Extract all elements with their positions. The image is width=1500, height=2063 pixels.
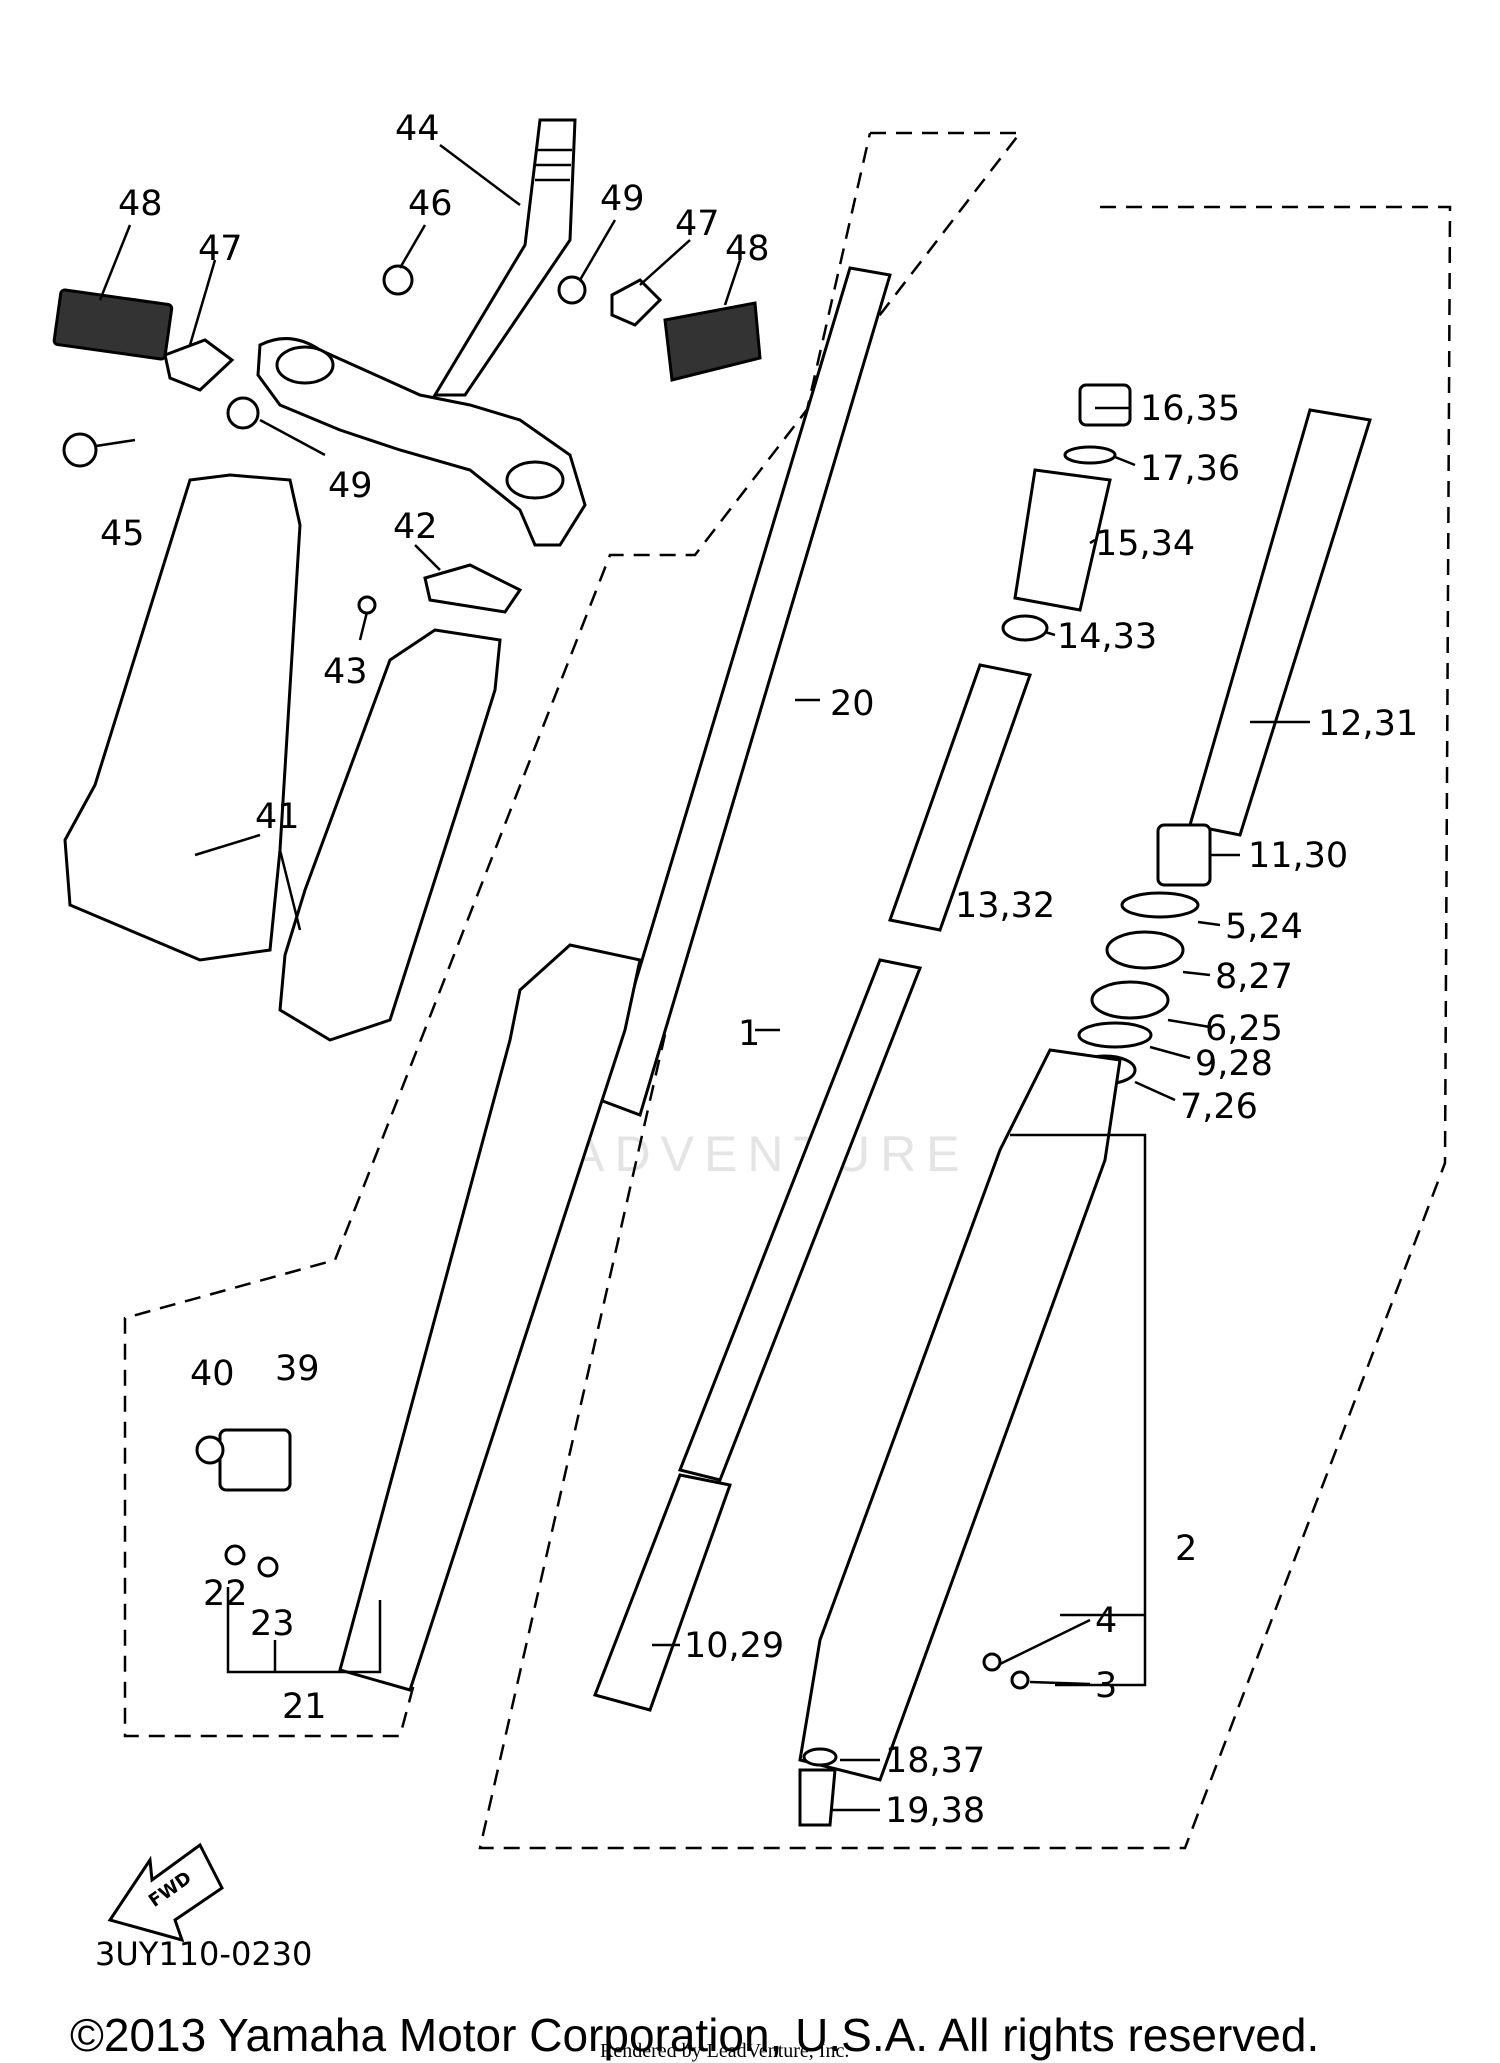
- label-47-left: 47: [198, 229, 243, 269]
- spring-13: [888, 663, 1032, 932]
- stem-thread: [535, 148, 572, 182]
- label-39: 39: [275, 1349, 320, 1389]
- label-22: 22: [203, 1574, 248, 1614]
- bolt-22: [224, 1544, 246, 1566]
- label-16-35: 16,35: [1140, 389, 1240, 429]
- label-43: 43: [323, 652, 368, 692]
- copyright-notice: ©2013 Yamaha Motor Corporation, U.S.A. A…: [70, 2009, 1320, 2061]
- label-48-right: 48: [725, 229, 770, 269]
- label-47-right: 47: [675, 204, 720, 244]
- dust-seal-5: [1120, 891, 1200, 919]
- o-ring-17: [1063, 445, 1117, 465]
- screw-43: [357, 595, 377, 615]
- label-7-26: 7,26: [1180, 1087, 1258, 1127]
- label-41: 41: [255, 797, 300, 837]
- label-18-37: 18,37: [885, 1741, 985, 1781]
- label-1: 1: [738, 1014, 760, 1054]
- bracket-line-2: [1010, 1133, 1147, 1687]
- label-45: 45: [100, 514, 145, 554]
- label-12-31: 12,31: [1318, 704, 1418, 744]
- label-5-24: 5,24: [1225, 907, 1303, 947]
- damper-rod-12: [1188, 408, 1372, 837]
- leader-lines: [98, 144, 1310, 1812]
- label-42: 42: [393, 507, 438, 547]
- nut-49-lower: [226, 396, 260, 430]
- label-11-30: 11,30: [1248, 836, 1348, 876]
- bolt-45-head: [62, 432, 98, 468]
- nut-46: [382, 264, 414, 296]
- label-44: 44: [395, 109, 440, 149]
- bolt-45-shank: [95, 438, 136, 448]
- nut-40: [195, 1435, 225, 1465]
- label-6-25: 6,25: [1205, 1009, 1283, 1049]
- washer-4: [982, 1652, 1002, 1672]
- bracket-47-right: [610, 278, 663, 327]
- washer-23: [257, 1556, 279, 1578]
- label-20: 20: [830, 684, 875, 724]
- label-15-34: 15,34: [1095, 524, 1195, 564]
- part-labels: 44 48 47 46 49 47 48 49 45 42 43 41 20 1…: [100, 109, 1418, 1831]
- label-49-upper: 49: [600, 179, 645, 219]
- outer-tube-2: [798, 1048, 1122, 1782]
- label-13-32: 13,32: [955, 886, 1055, 926]
- bracket-hole-right: [505, 460, 565, 500]
- under-bracket: [256, 337, 587, 547]
- bolt-3: [1010, 1670, 1030, 1690]
- cap-bolt-16: [1078, 383, 1132, 427]
- steering-stem: [432, 118, 577, 397]
- washer-18: [802, 1747, 838, 1767]
- label-21: 21: [282, 1687, 327, 1727]
- axle-holder-39: [218, 1428, 292, 1492]
- bracket-line-21: [226, 1587, 382, 1674]
- group-outline-middle: [478, 132, 1452, 1850]
- fork-boot-41-left: [63, 473, 302, 962]
- label-19-38: 19,38: [885, 1791, 985, 1831]
- reflector-48-left: [52, 288, 174, 361]
- reflector-48-right: [663, 301, 762, 382]
- inner-tube-20: [598, 266, 892, 1117]
- label-49-lower: 49: [328, 466, 373, 506]
- drain-bolt-19: [798, 1768, 837, 1827]
- oil-seal-8: [1105, 930, 1185, 970]
- label-23: 23: [250, 1604, 295, 1644]
- label-3: 3: [1095, 1666, 1117, 1706]
- label-14-33: 14,33: [1057, 617, 1157, 657]
- group-outline-left: [123, 131, 1023, 1738]
- nut-49-upper: [557, 275, 587, 305]
- label-9-28: 9,28: [1195, 1044, 1273, 1084]
- guide-42: [423, 563, 523, 614]
- label-2: 2: [1175, 1529, 1197, 1569]
- label-10-29: 10,29: [684, 1626, 784, 1666]
- piston-10: [593, 1473, 732, 1712]
- label-4: 4: [1095, 1601, 1117, 1641]
- bracket-hole-left: [275, 345, 335, 385]
- clip-9: [1077, 1021, 1153, 1049]
- label-17-36: 17,36: [1140, 449, 1240, 489]
- guide-bush-11: [1156, 823, 1212, 887]
- diagram-code: 3UY110-0230: [95, 1935, 313, 1973]
- label-8-27: 8,27: [1215, 957, 1293, 997]
- outer-tube-left: [338, 943, 642, 1692]
- seat-14: [1001, 614, 1049, 642]
- spacer-15: [1013, 468, 1112, 612]
- rendered-by-note: Rendered by LeadVenture, Inc.: [600, 2040, 850, 2062]
- washer-6: [1090, 980, 1170, 1020]
- label-48-left: 48: [118, 184, 163, 224]
- label-46: 46: [408, 184, 453, 224]
- label-40: 40: [190, 1354, 235, 1394]
- damper-rod-1: [677, 958, 923, 1482]
- fwd-arrow-icon: [107, 1842, 224, 1943]
- fork-boot-41-right: [278, 628, 502, 1042]
- bracket-47-left: [163, 338, 235, 392]
